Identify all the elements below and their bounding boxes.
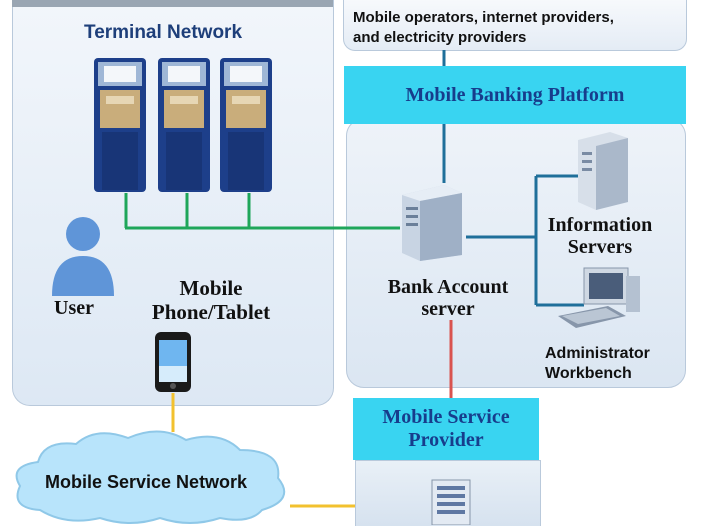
bank-server-label: Bank Account server [378,276,518,320]
phone-label-line-2: Phone/Tablet [151,300,271,324]
operators-line-2: and electricity providers [353,29,527,46]
provider-line-1: Mobile Service [382,406,510,428]
terminal-network-label: Terminal Network [84,22,243,43]
phone-label: Mobile Phone/Tablet [136,276,286,324]
user-label: User [54,297,94,319]
mobile-service-provider: Mobile Service Provider [353,398,539,460]
provider-server-icon [431,479,471,525]
cloud-icon [15,430,286,524]
phone-icon [155,332,191,392]
user-icon [52,217,114,296]
provider-line-2: Provider [408,429,484,451]
bank-server-icon [402,185,462,261]
bank-server-line-2: server [421,298,475,320]
info-servers-label: Information Servers [530,214,670,258]
kiosk-icon-1 [94,58,146,192]
operators-line-1: Mobile operators, internet providers, [353,9,614,26]
admin-line-1: Administrator [545,345,650,362]
admin-line-2: Workbench [545,365,632,382]
phone-label-line-1: Mobile [179,276,243,300]
operators-panel [343,0,687,51]
operators-text: Mobile operators, internet providers, an… [353,8,614,48]
mobile-banking-platform: Mobile Banking Platform [344,66,686,124]
info-servers-line-1: Information [547,214,653,236]
bank-server-line-1: Bank Account [387,276,509,298]
platform-label: Mobile Banking Platform [405,83,625,106]
network-label: Mobile Service Network [45,472,248,492]
top-bar [12,0,333,7]
kiosk-icon-2 [158,58,210,192]
kiosk-icon-3 [220,58,272,192]
info-servers-line-2: Servers [567,236,633,258]
kiosk-group [94,58,272,192]
information-server-icon [578,132,628,210]
computer-icon [558,267,640,328]
admin-label: Administrator Workbench [545,344,650,384]
